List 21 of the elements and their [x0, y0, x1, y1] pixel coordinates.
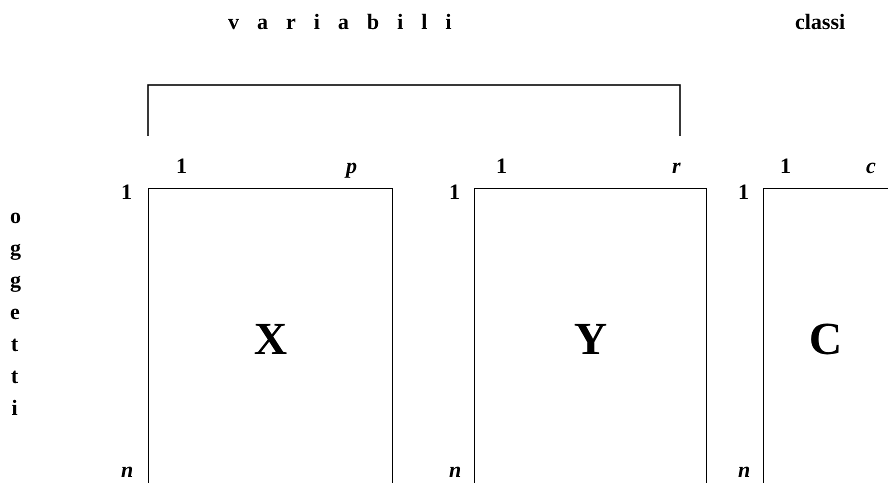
matrix-box [763, 188, 888, 483]
matrix-name: X [254, 312, 288, 365]
matrix-box [148, 188, 393, 483]
index-label: r [672, 154, 681, 178]
index-label: 1 [496, 154, 507, 178]
index-label: p [346, 154, 357, 178]
index-label: 1 [121, 180, 132, 204]
index-label: n [449, 458, 462, 482]
axis-title: variabili [228, 10, 470, 34]
index-label: c [866, 154, 876, 178]
axis-title: classi [795, 10, 846, 34]
axis-title: oggetti [10, 202, 19, 422]
index-label: n [121, 458, 134, 482]
matrix-name: C [808, 312, 842, 365]
index-label: 1 [449, 180, 460, 204]
index-label: 1 [176, 154, 187, 178]
index-label: n [738, 458, 750, 482]
index-label: 1 [738, 180, 749, 204]
matrix-box [474, 188, 707, 483]
index-label: 1 [780, 154, 791, 178]
matrix-name: Y [574, 312, 608, 365]
